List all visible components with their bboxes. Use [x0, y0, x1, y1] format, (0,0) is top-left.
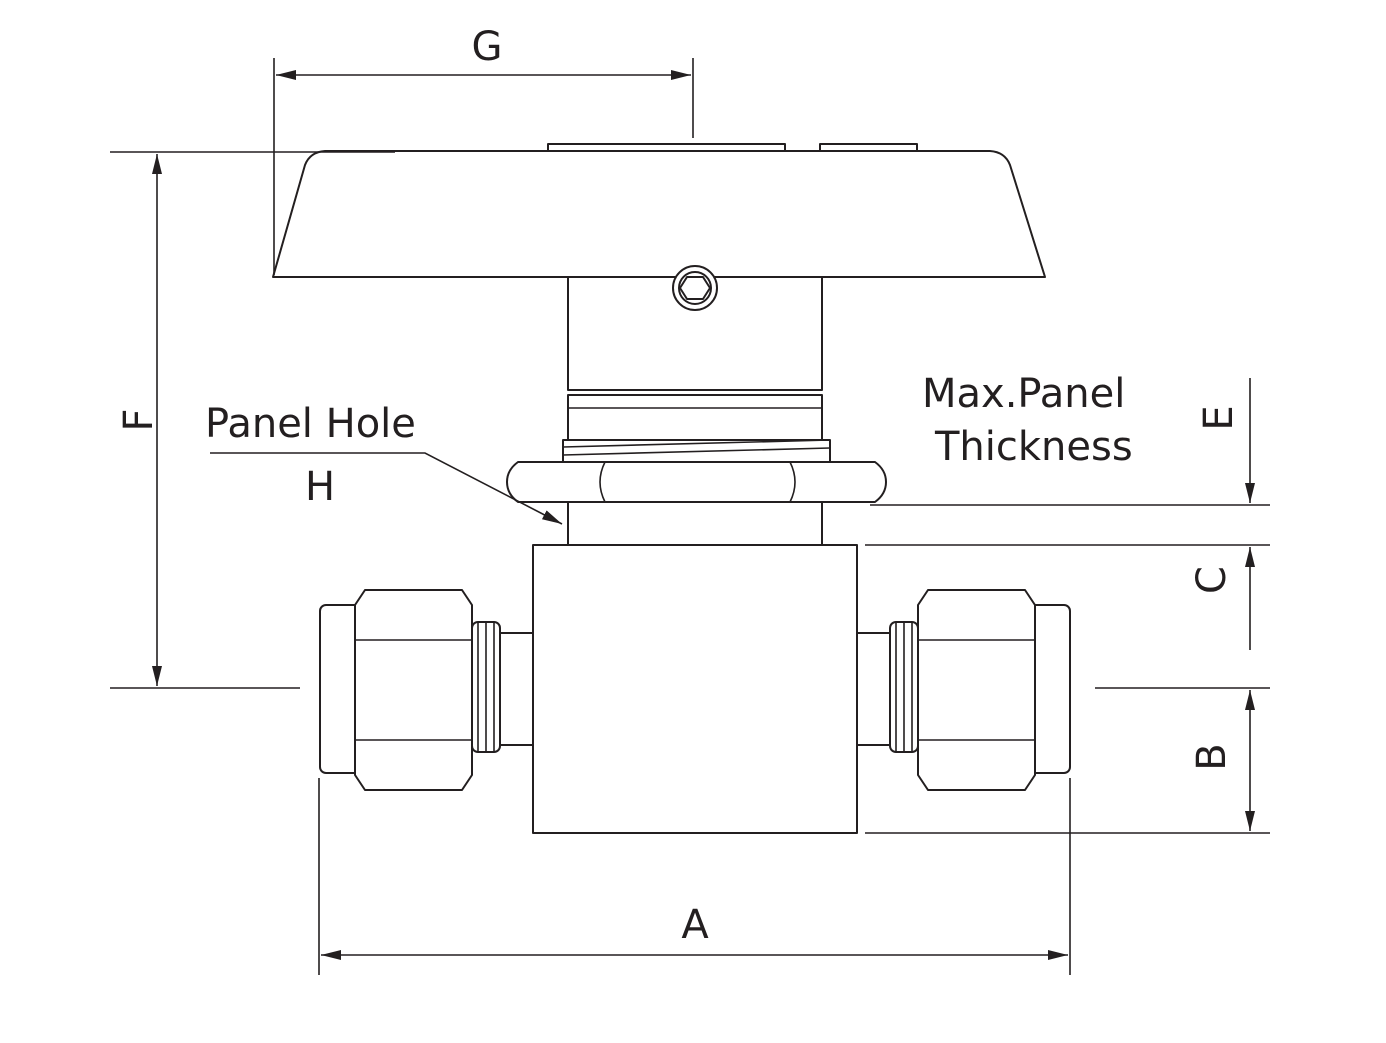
panel-hole-label: Panel Hole — [205, 401, 416, 447]
label-f: F — [116, 408, 162, 431]
panel-hole-callout: Panel Hole H — [205, 401, 563, 525]
dimension-e-c-b: E C B — [865, 378, 1270, 834]
dimension-a: A — [318, 778, 1071, 975]
dimension-g: G — [273, 24, 694, 275]
left-fitting — [319, 589, 534, 791]
handle — [272, 143, 1046, 278]
thickness-label: Thickness — [934, 424, 1133, 470]
max-panel-label: Max.Panel — [922, 371, 1125, 417]
valve-body — [532, 544, 858, 834]
stem — [567, 265, 823, 391]
label-g: G — [472, 24, 503, 70]
label-c: C — [1189, 566, 1235, 594]
label-a: A — [681, 902, 709, 948]
neck — [567, 501, 823, 546]
bonnet — [562, 394, 831, 463]
right-fitting — [856, 589, 1071, 791]
label-h: H — [305, 464, 335, 510]
label-b: B — [1189, 743, 1235, 770]
label-e: E — [1196, 405, 1242, 430]
panel-nut — [506, 461, 887, 503]
dimension-f: F — [110, 151, 395, 689]
